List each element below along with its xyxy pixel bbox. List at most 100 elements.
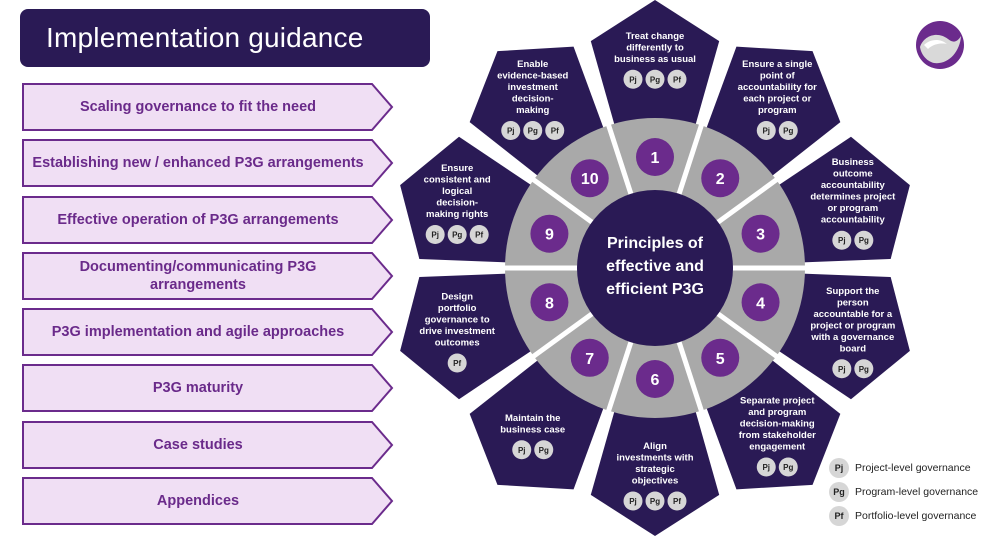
badge-label: Pf <box>551 126 559 135</box>
number-circle <box>741 214 780 253</box>
nav-item-documenting-communicating[interactable]: Documenting/communicating P3G arrangemen… <box>22 251 394 300</box>
badge-label: Pj <box>629 497 637 506</box>
principle-text-line: portfolio <box>438 303 477 314</box>
principle-text-line: making <box>516 105 549 116</box>
center-title-line: Principles of <box>607 235 704 252</box>
badge-label: Pf <box>673 497 681 506</box>
badge-label: Pg <box>452 230 462 239</box>
badge-label: Pj <box>431 230 439 239</box>
badge-pj <box>832 359 852 379</box>
principle-text-line: person <box>837 297 869 308</box>
badge-label: Pj <box>518 446 526 455</box>
badge-label: Pg <box>859 236 869 245</box>
badge-label: Pj <box>762 463 770 472</box>
number-circle <box>530 283 569 322</box>
principle-segment-7[interactable] <box>469 359 604 490</box>
principle-number: 3 <box>756 227 765 244</box>
nav-item-effective-operation[interactable]: Effective operation of P3G arrangements <box>22 195 394 244</box>
spoke <box>605 122 634 195</box>
badge-label: Pg <box>528 126 538 135</box>
spoke <box>716 311 780 360</box>
legend-row: Pj Project-level governance <box>829 456 978 480</box>
principle-segment-1[interactable] <box>590 0 720 126</box>
principle-segment-10[interactable] <box>469 46 604 177</box>
principle-number: 6 <box>651 372 660 389</box>
legend-label: Portfolio-level governance <box>855 510 977 522</box>
badge-pj <box>501 120 521 140</box>
principle-text-line: program <box>758 105 797 116</box>
principle-text-line: business case <box>500 424 565 435</box>
principle-text-line: accountability <box>821 215 886 226</box>
principle-segment-4[interactable] <box>777 273 910 400</box>
badge-pg <box>854 230 874 250</box>
principle-text-line: decision- <box>512 93 554 104</box>
principle-text-line: or program <box>827 203 878 214</box>
badge-label: Pj <box>762 126 770 135</box>
badge-pj <box>756 457 776 477</box>
principle-number: 5 <box>716 351 725 368</box>
badge-pf <box>469 224 489 244</box>
legend-label: Program-level governance <box>855 486 979 498</box>
badge-pf <box>447 353 467 373</box>
nav-item-scaling-governance[interactable]: Scaling governance to fit the need <box>22 83 394 131</box>
principle-text-line: Enable <box>517 59 548 70</box>
principle-text-line: business as usual <box>614 54 696 65</box>
nav-item-label: P3G implementation and agile approaches <box>51 324 345 341</box>
nav-item-p3g-maturity[interactable]: P3G maturity <box>22 364 394 413</box>
badge-pg <box>534 440 554 460</box>
nav-arrow-shape <box>22 195 394 244</box>
principle-text-line: logical <box>442 186 472 197</box>
badge-pf <box>545 120 565 140</box>
spoke <box>530 176 594 225</box>
principle-text-line: outcome <box>833 169 873 180</box>
badge-label: Pg <box>650 497 660 506</box>
nav-item-establishing-arrangements[interactable]: Establishing new / enhanced P3G arrangem… <box>22 139 394 188</box>
badge-pg <box>645 69 665 89</box>
principle-text-line: investments with <box>616 453 693 464</box>
principle-text-line: objectives <box>632 476 678 487</box>
badge-pg <box>778 120 798 140</box>
spoke <box>716 176 780 225</box>
badge-pg <box>447 224 467 244</box>
spoke <box>530 311 594 360</box>
principle-number: 4 <box>756 295 765 312</box>
nav-item-agile-approaches[interactable]: P3G implementation and agile approaches <box>22 308 394 357</box>
nav-arrow-shape <box>22 251 394 300</box>
nav-arrow-shape <box>22 139 394 188</box>
number-circle <box>570 159 609 198</box>
principle-segment-8[interactable] <box>400 273 533 400</box>
principle-number: 8 <box>545 295 554 312</box>
badge-pf <box>667 491 687 511</box>
principle-text-line: accountable for a <box>813 309 892 320</box>
principle-segment-2[interactable] <box>706 46 841 177</box>
principle-number: 2 <box>716 171 725 188</box>
nav-item-label: P3G maturity <box>152 380 244 397</box>
nav-item-label: Case studies <box>153 436 243 453</box>
nav-item-label: Scaling governance to fit the need <box>79 99 317 115</box>
badge-label: Pj <box>507 126 515 135</box>
badge-pg <box>778 457 798 477</box>
principle-segment-5[interactable] <box>706 359 841 490</box>
principle-number: 1 <box>651 150 660 167</box>
principle-text-line: consistent and <box>424 174 491 185</box>
nav-item-label: Documenting/communicating P3G arrangemen… <box>79 258 317 293</box>
principle-text-line: Design <box>441 292 473 303</box>
number-circle <box>570 338 609 377</box>
principle-text-line: from stakeholder <box>739 430 816 441</box>
legend: Pj Project-level governance Pg Program-l… <box>829 456 978 528</box>
principle-text-line: determines project <box>810 192 896 203</box>
nav-item-label: Effective operation of P3G arrangements <box>57 211 339 228</box>
badge-label: Pf <box>453 359 461 368</box>
badge-pj <box>425 224 445 244</box>
badge-pg <box>645 491 665 511</box>
center-title-line: efficient P3G <box>606 281 704 298</box>
nav-item-label: Appendices <box>156 493 240 510</box>
badge-label: Pf <box>475 230 483 239</box>
nav-arrow-shape <box>22 83 394 131</box>
center-title-line: effective and <box>606 258 704 275</box>
nav-item-appendices[interactable]: Appendices <box>22 477 394 526</box>
nav-item-case-studies[interactable]: Case studies <box>22 420 394 469</box>
principle-segment-6[interactable] <box>590 410 720 536</box>
principle-segment-3[interactable] <box>777 136 910 263</box>
